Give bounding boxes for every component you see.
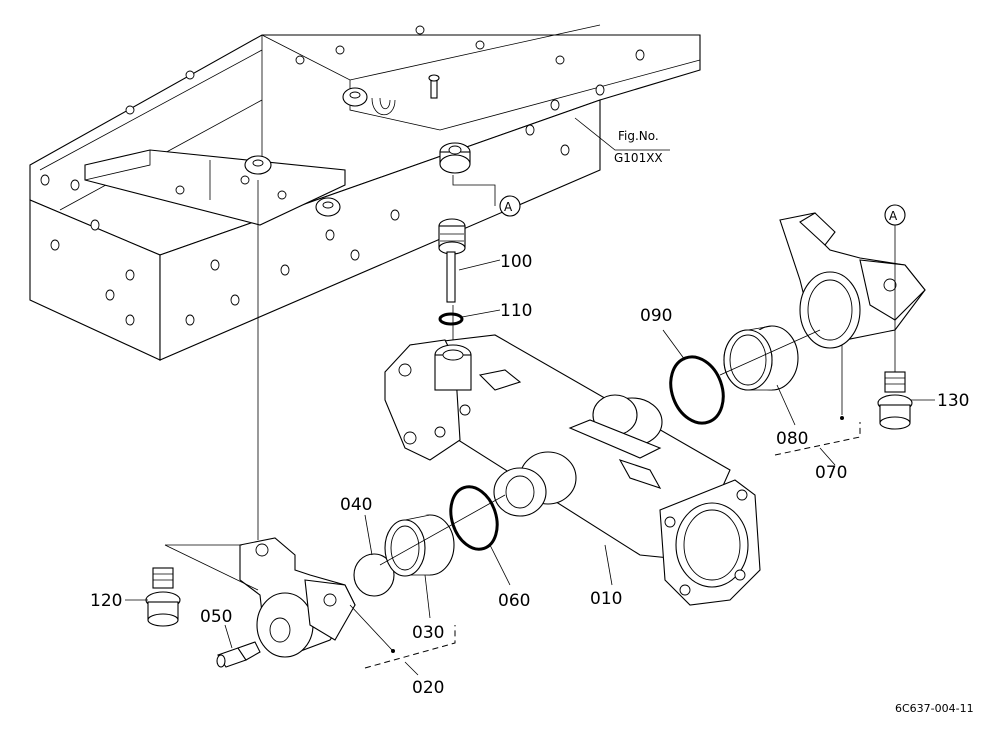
label-010: 010 bbox=[590, 589, 622, 609]
marker-a-right: A bbox=[889, 209, 898, 223]
ref-dot-020 bbox=[391, 649, 395, 653]
label-090: 090 bbox=[640, 306, 672, 326]
marker-a-top: A bbox=[504, 200, 513, 214]
bracket-070 bbox=[779, 212, 926, 349]
label-040: 040 bbox=[340, 495, 372, 515]
marker-a-circle-top bbox=[499, 195, 521, 217]
label-060: 060 bbox=[498, 591, 530, 611]
fig-ref-line2: G101XX bbox=[614, 151, 663, 165]
label-030: 030 bbox=[412, 623, 444, 643]
bolt-120 bbox=[145, 567, 181, 627]
oring-110 bbox=[438, 312, 464, 326]
label-110: 110 bbox=[500, 301, 532, 321]
bracket-020 bbox=[239, 537, 356, 658]
bushing-030 bbox=[384, 514, 455, 577]
plate-040 bbox=[353, 553, 395, 597]
axle-housing-010 bbox=[384, 334, 761, 606]
oring-060 bbox=[449, 485, 499, 551]
ref-dot-070 bbox=[840, 416, 844, 420]
label-100: 100 bbox=[500, 252, 532, 272]
pin-100 bbox=[438, 218, 466, 303]
fig-ref-line1: Fig.No. bbox=[618, 129, 659, 143]
label-120: 120 bbox=[90, 591, 122, 611]
oring-090 bbox=[669, 355, 725, 425]
bolt-130 bbox=[877, 371, 913, 430]
bushing-080 bbox=[723, 325, 799, 391]
label-080: 080 bbox=[776, 429, 808, 449]
label-050: 050 bbox=[200, 607, 232, 627]
frame-assembly: Fig.No. G101XX bbox=[29, 24, 701, 361]
label-070: 070 bbox=[815, 463, 847, 483]
label-020: 020 bbox=[412, 678, 444, 698]
label-130: 130 bbox=[937, 391, 969, 411]
spacer-upper bbox=[439, 142, 471, 174]
fitting-050 bbox=[216, 641, 261, 668]
doc-code: 6C637-004-11 bbox=[895, 702, 974, 715]
